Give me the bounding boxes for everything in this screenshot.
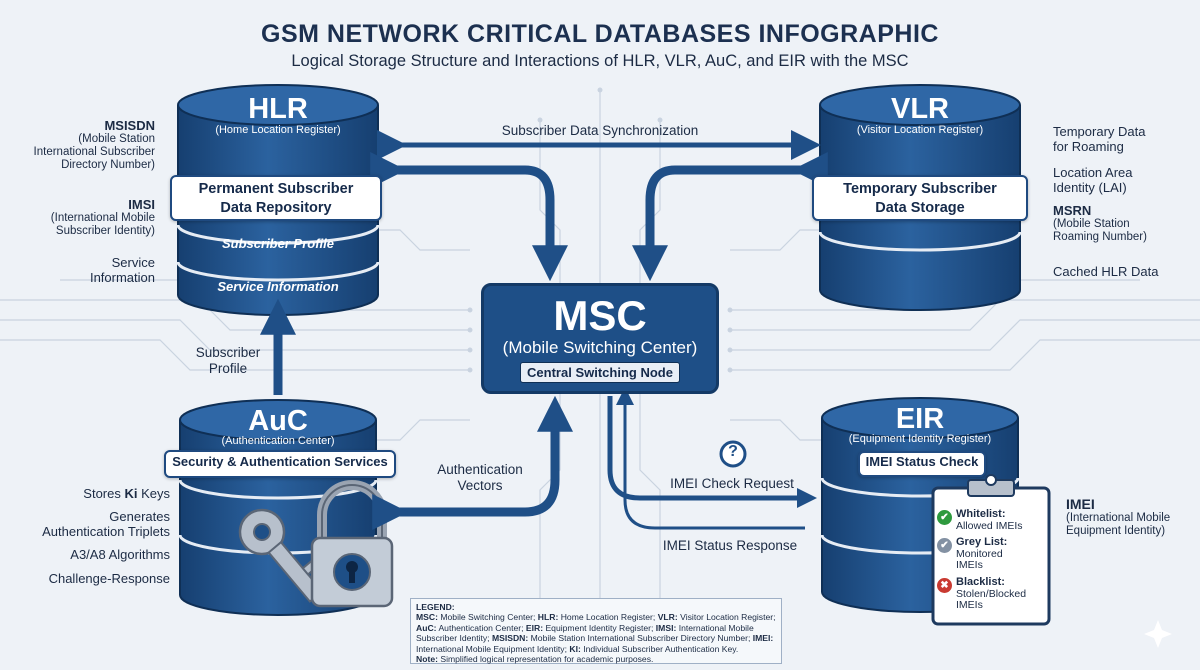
- cross-icon: ✖: [937, 578, 952, 593]
- msc-title: MSC: [553, 292, 647, 339]
- arrow-connections: [260, 130, 828, 530]
- hlr-band-line2: Data Repository: [220, 200, 332, 216]
- sync-label: Subscriber Data Synchronization: [501, 123, 699, 138]
- whitelist-item: ✔ Whitelist: Allowed IMEIs: [937, 508, 1023, 532]
- sparkle-icon: [1144, 620, 1172, 648]
- vlr-title: VLR: [891, 93, 949, 125]
- page-title: GSM NETWORK CRITICAL DATABASES INFOGRAPH…: [261, 20, 939, 48]
- auc-title: AuC: [248, 405, 308, 437]
- vlr-subtitle: (Visitor Location Register): [856, 124, 984, 136]
- eir-label-imei: IMEI (International Mobile Equipment Ide…: [1066, 496, 1171, 538]
- eir-title: EIR: [895, 403, 945, 435]
- imei-clipboard: ✔ Whitelist: Allowed IMEIs ✔ Grey List: …: [932, 488, 1050, 624]
- legend: LEGEND: MSC: Mobile Switching Center; HL…: [410, 598, 782, 664]
- hlr-label-msisdn: MSISDN (Mobile Station International Sub…: [33, 118, 155, 171]
- hlr-label-service: Service Information: [89, 255, 155, 285]
- check-icon: ✔: [937, 510, 952, 525]
- page-subtitle: Logical Storage Structure and Interactio…: [291, 52, 909, 70]
- subscriber-profile-label: Subscriber Profile: [195, 345, 261, 376]
- question-mark: ?: [728, 443, 738, 460]
- auth-vectors-label: Authentication Vectors: [437, 462, 523, 493]
- vlr-label-msrn: MSRN (Mobile Station Roaming Number): [1053, 203, 1147, 243]
- question-icon: [719, 440, 747, 468]
- auc-label-challenge: Challenge-Response: [48, 571, 170, 586]
- auc-subtitle: (Authentication Center): [221, 435, 335, 447]
- greylist-item: ✔ Grey List: Monitored IMEIs: [937, 536, 1007, 572]
- hlr-band-line1: Permanent Subscriber: [198, 181, 354, 197]
- msc-caption: Central Switching Node: [520, 362, 680, 383]
- hlr-title: HLR: [248, 93, 308, 125]
- vlr-label-lai: Location Area Identity (LAI): [1053, 165, 1133, 195]
- vlr-label-temporary: Temporary Data for Roaming: [1053, 124, 1146, 154]
- vlr-band-line1: Temporary Subscriber: [843, 181, 997, 197]
- eir-subtitle: (Equipment Identity Register): [848, 433, 992, 445]
- auc-band: Security & Authentication Services: [164, 450, 396, 478]
- hlr-layer-profile: Subscriber Profile: [222, 236, 334, 251]
- imei-status-label: IMEI Status Response: [662, 538, 798, 553]
- auc-label-triplets: Authentication Triplets: [42, 524, 170, 539]
- check-icon: ✔: [937, 538, 952, 553]
- vlr-band-line2: Data Storage: [875, 200, 965, 216]
- hlr-layer-service: Service Information: [217, 279, 339, 294]
- auc-label-generates: Generates: [109, 509, 170, 524]
- hlr-band: Permanent Subscriber Data Repository: [170, 175, 382, 221]
- eir-band: IMEI Status Check: [858, 451, 986, 477]
- msc-node: MSC (Mobile Switching Center) Central Sw…: [481, 283, 719, 394]
- auc-label-ki: Stores Ki Keys: [83, 486, 170, 501]
- auc-label-algorithms: A3/A8 Algorithms: [70, 547, 170, 562]
- imei-check-label: IMEI Check Request: [670, 476, 794, 491]
- vlr-band: Temporary Subscriber Data Storage: [812, 175, 1028, 221]
- msc-subtitle: (Mobile Switching Center): [502, 338, 698, 357]
- hlr-label-imsi: IMSI (International Mobile Subscriber Id…: [50, 197, 155, 237]
- clipboard-icon: [931, 474, 1051, 626]
- blacklist-item: ✖ Blacklist: Stolen/Blocked IMEIs: [937, 576, 1026, 612]
- vlr-label-cached: Cached HLR Data: [1053, 264, 1159, 279]
- hlr-subtitle: (Home Location Register): [215, 124, 341, 136]
